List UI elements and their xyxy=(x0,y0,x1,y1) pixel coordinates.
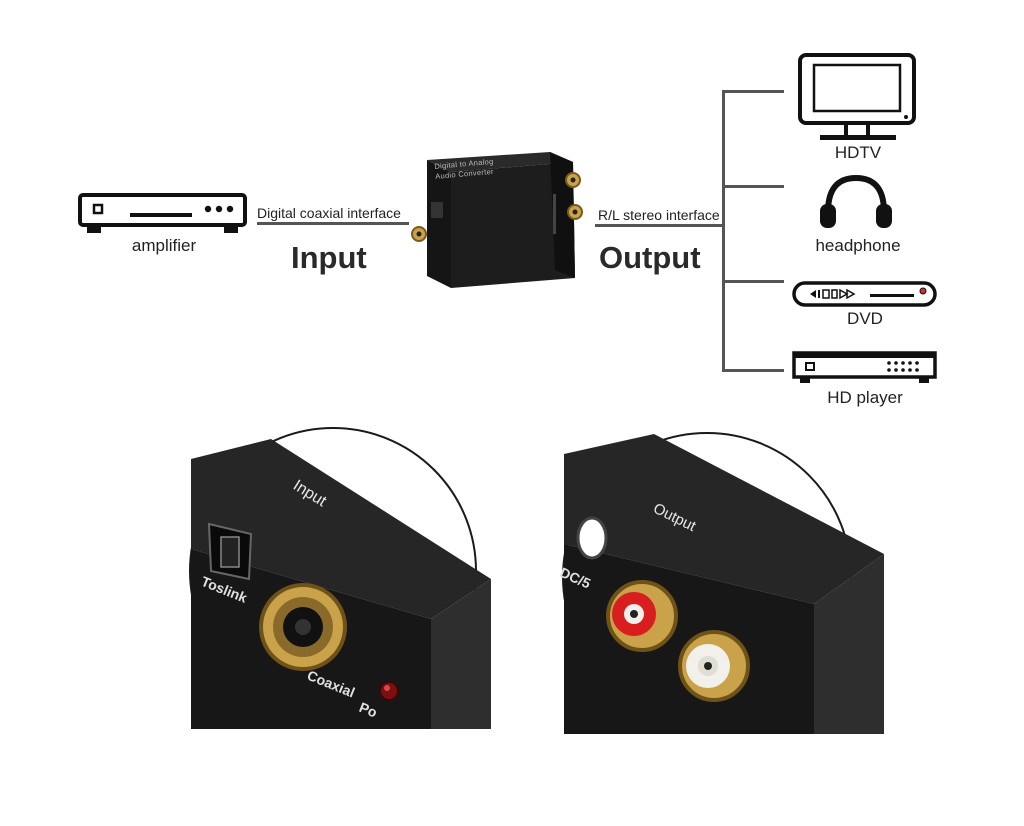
headphone-icon xyxy=(820,174,892,228)
distribution-bus-line xyxy=(722,90,725,372)
branch-line-hdtv xyxy=(722,90,784,93)
dvd-player-icon xyxy=(792,281,937,307)
amplifier-label: amplifier xyxy=(131,236,197,255)
target-label-hd-player: HD player xyxy=(827,388,903,407)
input-closeup-illustration xyxy=(191,439,491,729)
output-closeup: Output DC/5 xyxy=(557,432,884,734)
output-closeup-illustration xyxy=(564,434,884,734)
branch-line-hd-player xyxy=(722,369,784,372)
target-label-headphone: headphone xyxy=(815,236,901,255)
input-interface-label: Digital coaxial interface xyxy=(257,205,401,221)
tv-icon xyxy=(798,53,916,140)
connection-diagram: amplifier Digital coaxial interface Inpu… xyxy=(78,53,937,407)
target-label-dvd: DVD xyxy=(847,309,883,328)
branch-line-headphone xyxy=(722,185,784,188)
amplifier-icon xyxy=(78,193,247,233)
input-connector-line xyxy=(257,222,409,225)
output-interface-label: R/L stereo interface xyxy=(598,207,720,223)
output-direction-label: Output xyxy=(599,240,701,275)
target-label-hdtv: HDTV xyxy=(834,143,882,162)
input-direction-label: Input xyxy=(291,240,367,275)
output-connector-line xyxy=(595,224,725,227)
converter-box-icon xyxy=(411,152,583,288)
hd-player-icon xyxy=(792,351,937,383)
branch-line-dvd xyxy=(722,280,784,283)
input-closeup: Input Toslink Coaxial Po xyxy=(189,427,491,729)
